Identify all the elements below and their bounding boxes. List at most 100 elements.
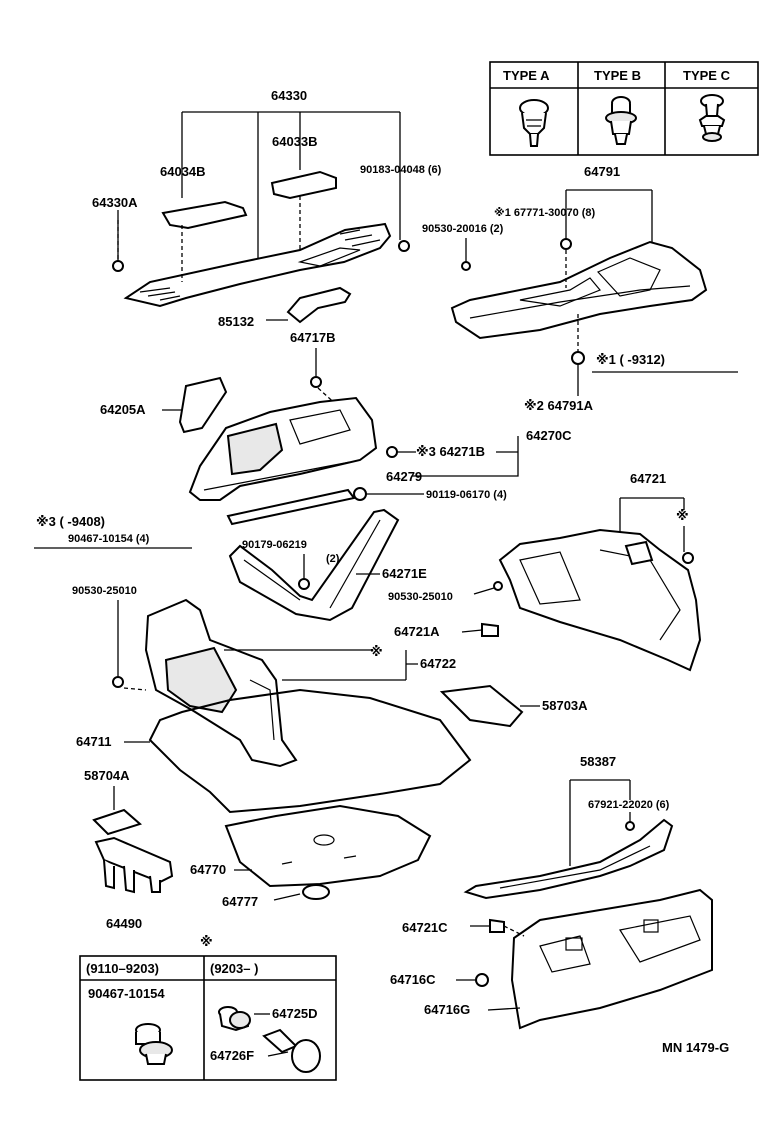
left-side-trim-group: 90530-25010 ※ 64722 58703A 64711 bbox=[72, 585, 588, 814]
type-b-header: TYPE B bbox=[594, 68, 641, 83]
label-64330a: 64330A bbox=[92, 195, 138, 210]
label-64033b: 64033B bbox=[272, 134, 318, 149]
type-a-header: TYPE A bbox=[503, 68, 550, 83]
label-64279: 64279 bbox=[386, 469, 422, 484]
label-64271b: ※3 64271B bbox=[416, 444, 485, 459]
clip-90119 bbox=[353, 487, 367, 501]
bolt-64330a bbox=[112, 210, 124, 272]
clip-90530-25010-left bbox=[112, 676, 124, 688]
clip-64721a bbox=[481, 622, 499, 637]
label-64716g: 64716G bbox=[424, 1002, 470, 1017]
right-side-trim-group: 64721 ※ 90530-25010 64721A bbox=[388, 471, 702, 672]
clip-64725d-icon bbox=[218, 1006, 251, 1032]
label-64721: 64721 bbox=[630, 471, 666, 486]
label-64270c: 64270C bbox=[526, 428, 572, 443]
table-col2-header: (9203– ) bbox=[210, 961, 258, 976]
floor-board-64770 bbox=[224, 804, 432, 888]
rear-scuff-plate-58387 bbox=[463, 818, 674, 900]
label-58387: 58387 bbox=[580, 754, 616, 769]
label-64034b: 64034B bbox=[160, 164, 206, 179]
clip-64271b bbox=[386, 446, 398, 458]
label-note-1: ※1 ( -9312) bbox=[596, 352, 665, 367]
label-64777: 64777 bbox=[222, 894, 258, 909]
clip-type-c-icon bbox=[698, 94, 726, 142]
label-90119-06170: 90119-06170 (4) bbox=[426, 489, 507, 501]
bracket-85132 bbox=[286, 286, 352, 324]
clip-90467-10154-icon bbox=[135, 1023, 173, 1065]
clip-type-b-icon bbox=[605, 96, 637, 145]
trunk-front-trim-group: 64717B 64205A ※3 64271B 64270C 64279 901… bbox=[100, 330, 572, 526]
floor-parts-group: 58704A 64490 64770 64777 bbox=[84, 768, 432, 931]
label-64717b: 64717B bbox=[290, 330, 336, 345]
label-90179-06219: 90179-06219 bbox=[242, 539, 307, 551]
trunk-mat-58703a bbox=[439, 684, 524, 728]
label-64791: 64791 bbox=[584, 164, 620, 179]
trunk-lid-trim-group: 64791 ※1 67771-30070 (8) 90530-20016 (2)… bbox=[422, 164, 738, 413]
label-64726f: 64726F bbox=[210, 1048, 254, 1063]
speaker-cover-64033b bbox=[270, 170, 337, 200]
luggage-compartment-back-panel bbox=[510, 888, 713, 1030]
type-c-header: TYPE C bbox=[683, 68, 731, 83]
label-64711: 64711 bbox=[76, 734, 111, 749]
document-code: MN 1479-G bbox=[662, 1040, 729, 1055]
label-90530-25010-right: 90530-25010 bbox=[388, 591, 453, 603]
label-85132: 85132 bbox=[218, 314, 254, 329]
label-90183-04048: 90183-04048 (6) bbox=[360, 164, 442, 176]
note-3: ※3 ( -9408) 90467-10154 (4) bbox=[34, 514, 192, 549]
label-90179-qty: (2) bbox=[326, 553, 340, 565]
panel-64205a bbox=[178, 376, 228, 434]
label-90467-10154-note: 90467-10154 (4) bbox=[68, 533, 150, 545]
clip-64721-marked bbox=[682, 552, 694, 564]
mark-64721: ※ bbox=[676, 508, 689, 523]
trunk-front-trim-panel bbox=[188, 396, 378, 501]
weatherstrip-64279 bbox=[226, 488, 356, 526]
clip-type-a-icon bbox=[519, 99, 549, 147]
striker-cover-64271e bbox=[228, 508, 400, 622]
label-64271e: 64271E bbox=[382, 566, 427, 581]
label-64490: 64490 bbox=[106, 916, 142, 931]
striker-cover-group: 90179-06219 (2) 64271E bbox=[228, 508, 427, 622]
clip-90530-25010-right bbox=[493, 581, 503, 591]
label-67921-22020: 67921-22020 (6) bbox=[588, 799, 670, 811]
label-note-3: ※3 ( -9408) bbox=[36, 514, 105, 529]
clip-67921 bbox=[625, 821, 635, 831]
label-64721a: 64721A bbox=[394, 624, 440, 639]
clip-67771 bbox=[560, 238, 572, 250]
label-64791a: ※2 64791A bbox=[524, 398, 594, 413]
trunk-floor-carpet-64711 bbox=[148, 688, 472, 814]
table-col1-header: (9110–9203) bbox=[86, 961, 159, 976]
label-58704a: 58704A bbox=[84, 768, 130, 783]
clip-90183 bbox=[398, 240, 410, 252]
rear-trim-group: 58387 67921-22020 (6) 64721C 64716C 6471… bbox=[390, 754, 713, 1030]
clip-90179 bbox=[298, 578, 310, 590]
label-64716c: 64716C bbox=[390, 972, 436, 987]
right-side-trim-panel bbox=[498, 528, 702, 672]
package-tray-group: 64330 64033B 64034B 64330A 90183-04048 (… bbox=[92, 88, 442, 329]
label-90530-25010-left: 90530-25010 bbox=[72, 585, 137, 597]
label-64722: 64722 bbox=[420, 656, 456, 671]
mat-58704a bbox=[92, 808, 143, 836]
fastener-table: ※ (9110–9203) (9203– ) 90467-10154 64725… bbox=[79, 934, 337, 1081]
speaker-cover-64034b bbox=[161, 200, 248, 230]
package-tray-panel bbox=[123, 222, 392, 308]
label-64725d: 64725D bbox=[272, 1006, 318, 1021]
clip-64791a bbox=[571, 351, 585, 365]
table-col1-part: 90467-10154 bbox=[88, 986, 165, 1001]
label-90530-20016: 90530-20016 (2) bbox=[422, 223, 504, 235]
label-64205a: 64205A bbox=[100, 402, 146, 417]
table-mark: ※ bbox=[200, 934, 213, 949]
label-64770: 64770 bbox=[190, 862, 226, 877]
trunk-lid-trim-panel bbox=[450, 240, 708, 340]
clip-64717b bbox=[310, 376, 322, 388]
label-67771-30070: ※1 67771-30070 (8) bbox=[494, 207, 596, 219]
clip-type-legend: TYPE A TYPE B TYPE C bbox=[489, 61, 759, 156]
clip-90530-20016 bbox=[461, 261, 471, 271]
label-58703a: 58703A bbox=[542, 698, 588, 713]
clip-64721c bbox=[489, 918, 505, 933]
clip-64726f-icon bbox=[262, 1028, 321, 1073]
label-64330: 64330 bbox=[271, 88, 307, 103]
cap-64777 bbox=[302, 884, 330, 900]
mark-64722: ※ bbox=[370, 644, 383, 659]
label-64721c: 64721C bbox=[402, 920, 448, 935]
